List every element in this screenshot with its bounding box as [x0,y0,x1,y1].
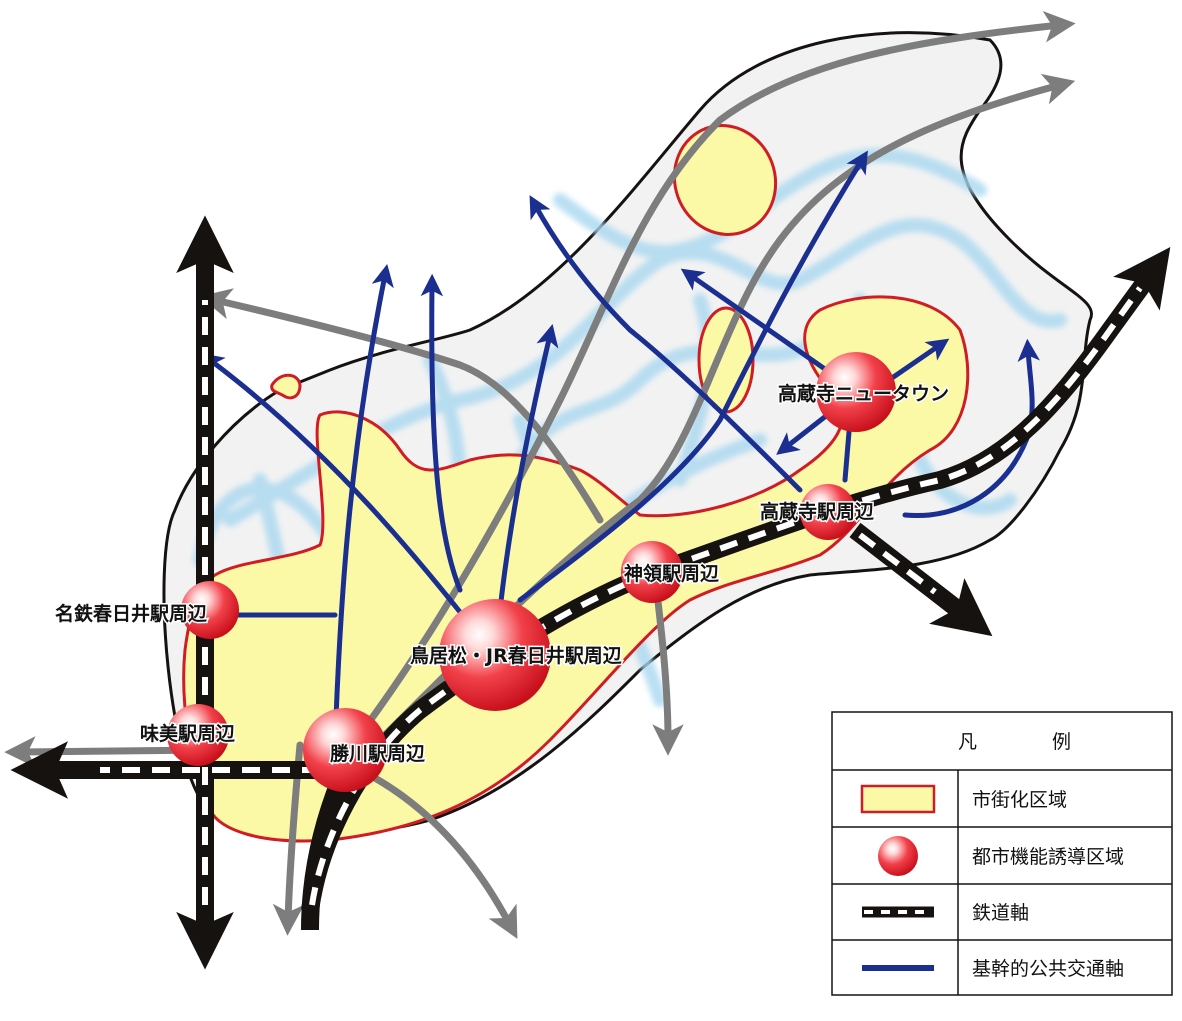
station-kachigawa [303,708,387,792]
label-kachigawa-station: 勝川駅周辺 [330,742,425,765]
legend-title: 凡 例 [958,731,1099,753]
road-west [199,288,604,524]
transit-axis-5 [529,195,803,493]
legend-urbanization-swatch [860,784,936,814]
station-labels: 高蔵寺ニュータウン 高蔵寺駅周辺 神領駅周辺 鳥居松・JR春日井駅周辺 名鉄春日… [54,381,951,767]
rail-kachigawa-south [301,776,349,931]
legend: 凡 例 市街化区域 都市機能誘導区域 鉄道軸 基幹的公共交通軸 [831,711,1173,996]
urbanization-area-small [270,373,302,400]
station-takakuraji [800,484,856,540]
transit-axis-kachigawa-north [332,263,394,748]
label-ajiyoshi-station: 味美駅周辺 [140,722,235,745]
legend-item-urban-function: 都市機能誘導区域 [972,846,1124,868]
legend-item-railway: 鉄道軸 [972,902,1029,924]
label-jinryo-station: 神領駅周辺 [624,562,719,585]
station-toriimatsu [439,599,551,711]
station-takakuraji-newtown [816,352,896,432]
legend-urban-function-swatch [878,836,918,876]
label-takakuraji-newtown: 高蔵寺ニュータウン [778,382,949,405]
station-jinryo [621,541,683,603]
road-ne-1 [336,11,1076,764]
transit-axis-3 [497,324,559,613]
label-toriimatsu-jr-kasugai: 鳥居松・JR春日井駅周辺 [410,644,622,667]
legend-item-public-transport: 基幹的公共交通軸 [972,958,1124,980]
label-takakuraji-station: 高蔵寺駅周辺 [760,500,874,523]
urban-function-zones [167,352,896,792]
transit-axis-4 [517,150,868,603]
station-meitetsu-kasugai [181,581,239,639]
legend-item-urbanization: 市街化区域 [972,789,1067,811]
label-meitetsu-kasugai: 名鉄春日井駅周辺 [55,602,207,625]
station-ajiyoshi [167,704,229,766]
urbanization-area-north [672,124,778,236]
transit-axis-1 [420,273,463,593]
road-southeast [356,766,518,939]
